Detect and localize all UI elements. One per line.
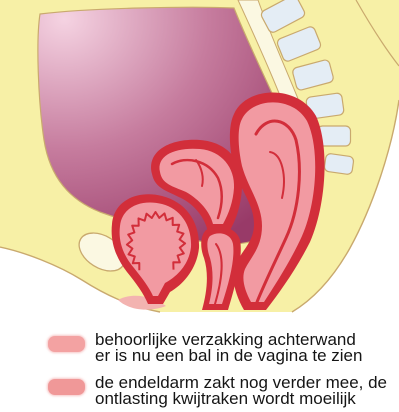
vertebra	[324, 153, 354, 175]
legend-item-posterior-wall: behoorlijke verzakking achterwand er is …	[0, 332, 399, 366]
legend-swatch	[48, 379, 85, 395]
legend-label: behoorlijke verzakking achterwand er is …	[95, 332, 362, 364]
legend-swatch	[48, 336, 85, 352]
legend-label: de endeldarm zakt nog verder mee, de ont…	[95, 375, 387, 407]
legend-label-line: ontlasting kwijtraken wordt moeilijk	[95, 391, 387, 407]
pelvic-section	[0, 0, 399, 318]
legend-item-rectum: de endeldarm zakt nog verder mee, de ont…	[0, 375, 399, 409]
legend-label-line: er is nu een bal in de vagina te zien	[95, 348, 362, 364]
